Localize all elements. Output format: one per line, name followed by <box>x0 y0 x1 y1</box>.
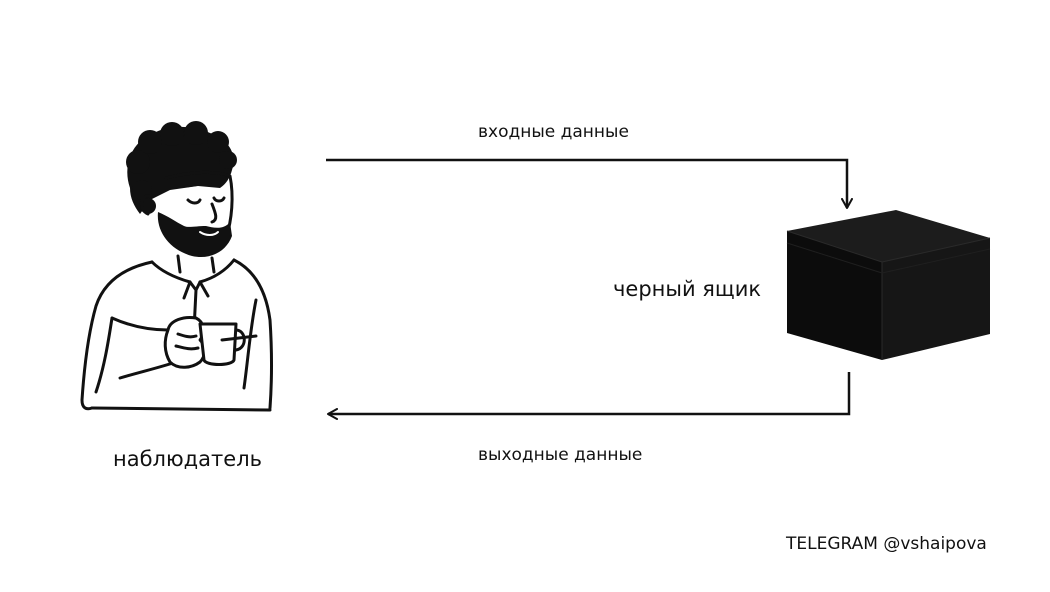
person-holding-cup-icon <box>80 121 273 412</box>
credit-label: TELEGRAM @vshaipova <box>786 534 987 554</box>
black-box-label: черный ящик <box>613 277 762 301</box>
observer-label: наблюдатель <box>113 447 262 471</box>
input-arrow <box>326 158 853 209</box>
input-data-label: входные данные <box>478 122 629 142</box>
output-arrow <box>327 372 851 420</box>
output-data-label: выходные данные <box>478 445 643 465</box>
black-cube-icon <box>786 210 991 360</box>
